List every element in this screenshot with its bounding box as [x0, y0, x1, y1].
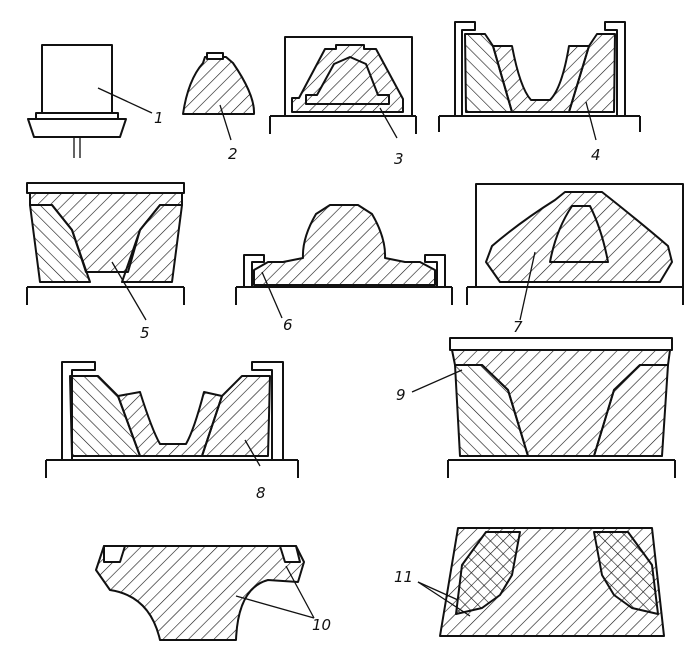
stage-3-die — [269, 36, 417, 139]
stage-8-die — [45, 361, 299, 478]
label-3: 3 — [394, 150, 404, 168]
stage-4-die — [438, 21, 641, 141]
label-7: 7 — [513, 318, 523, 336]
label-5: 5 — [140, 324, 150, 342]
label-8: 8 — [256, 484, 266, 502]
label-4: 4 — [591, 146, 601, 164]
stage-10-forging — [95, 545, 315, 641]
stage-6-die — [235, 204, 453, 319]
callout-labels: 1 2 3 4 5 6 7 8 9 10 11 — [140, 109, 601, 634]
label-10: 10 — [312, 616, 331, 634]
label-2: 2 — [228, 145, 238, 163]
stage-11-part — [417, 527, 665, 637]
stage-1-billet — [27, 44, 153, 158]
stage-7-die — [466, 183, 684, 321]
stage-9-die — [411, 337, 676, 478]
label-9: 9 — [396, 386, 406, 404]
label-1: 1 — [154, 109, 164, 127]
stage-2-blank — [182, 52, 256, 141]
label-6: 6 — [283, 316, 293, 334]
stage-5-die — [26, 182, 185, 321]
label-11: 11 — [394, 568, 413, 586]
